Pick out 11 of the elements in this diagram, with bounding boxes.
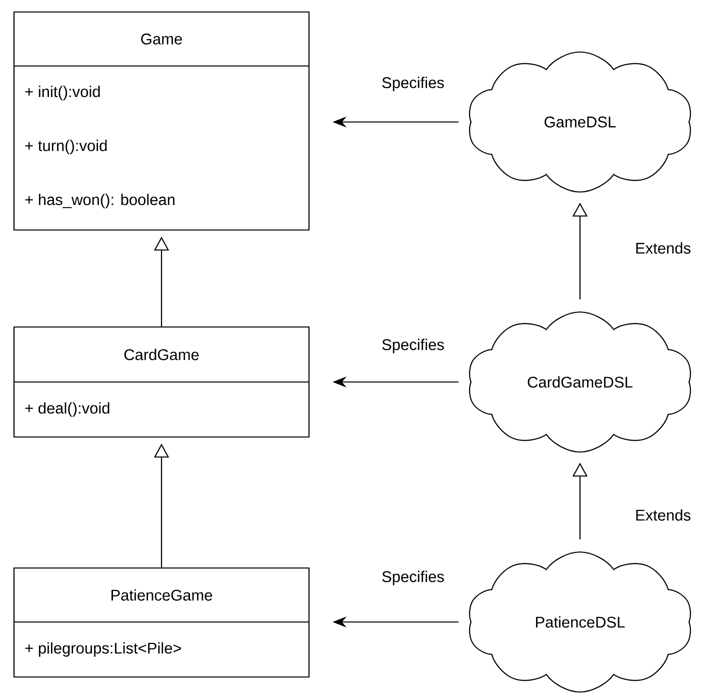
edge-label: Specifies — [382, 76, 444, 92]
edge-label: Specifies — [382, 338, 444, 354]
class-box: CardGame + deal():void — [13, 326, 310, 438]
cloud: PatienceDSL — [469, 551, 691, 693]
edge-label: Specifies — [382, 570, 444, 586]
class-box: PatienceGame + pilegroups:List<Pile> — [13, 567, 310, 678]
class-box: Game + init():void + turn():void + has_won(): boolean — [13, 11, 310, 231]
edge-label: Extends — [636, 509, 690, 521]
cloud: GameDSL — [469, 51, 691, 193]
edge-label: Extends — [636, 242, 690, 254]
cloud: CardGameDSL — [469, 311, 691, 453]
